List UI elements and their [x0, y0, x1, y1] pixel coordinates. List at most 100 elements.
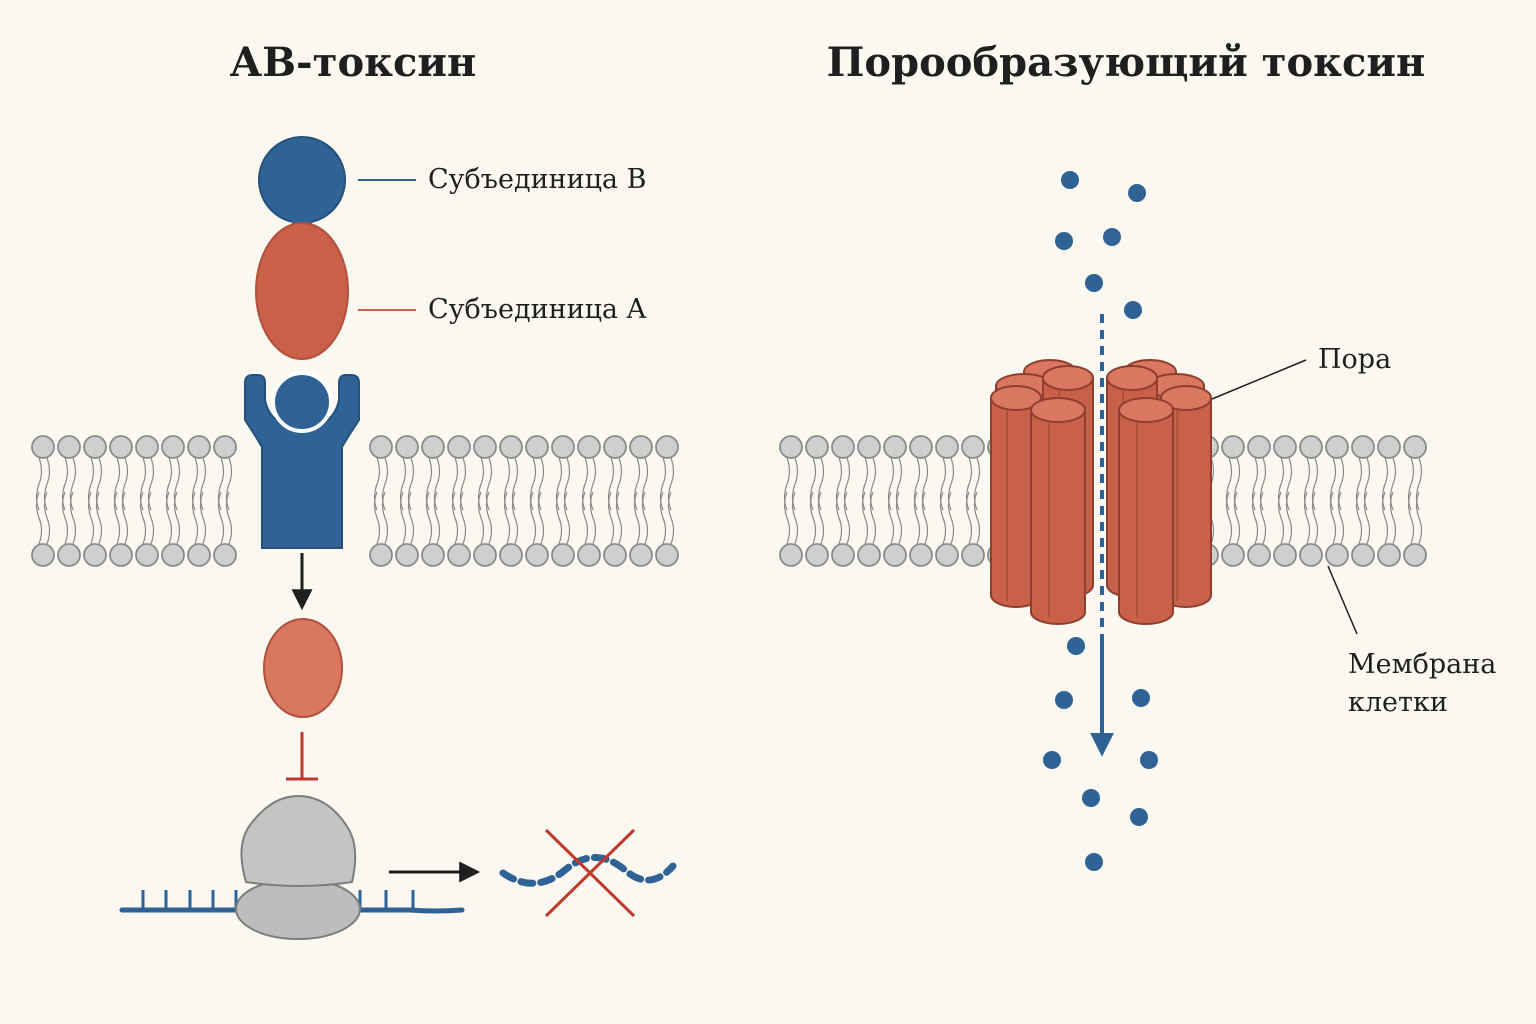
- receptor-bound-b-subunit: [271, 371, 333, 433]
- lipid-head: [909, 435, 933, 459]
- lipid-head: [187, 543, 211, 567]
- lipid-head: [831, 435, 855, 459]
- lipid-head: [57, 543, 81, 567]
- released-subunit-a: [263, 618, 343, 718]
- lipid-tails: [191, 457, 207, 545]
- lipid-head: [1221, 543, 1245, 567]
- pore-label: Пора: [1318, 344, 1391, 375]
- pore-leader: [1211, 359, 1307, 400]
- lipid-head: [525, 543, 549, 567]
- lipid-head: [779, 543, 803, 567]
- lipid-head: [135, 543, 159, 567]
- ribosome-small-subunit: [235, 878, 361, 940]
- lipid-head: [1403, 435, 1427, 459]
- lipid-head: [161, 543, 185, 567]
- lipid-head: [135, 435, 159, 459]
- lipid-head: [421, 543, 445, 567]
- lipid-tails: [399, 457, 415, 545]
- lipid-tails: [477, 457, 493, 545]
- lipid-head: [577, 543, 601, 567]
- lipid-head: [1221, 435, 1245, 459]
- lipid-head: [31, 435, 55, 459]
- lipid-head: [961, 543, 985, 567]
- ribosome: [235, 794, 361, 940]
- lipid-tails: [529, 457, 545, 545]
- pore-toxin-title: Порообразующий токсин: [827, 39, 1426, 86]
- subunit-a: [255, 222, 349, 360]
- ion-dot: [1055, 232, 1073, 250]
- lipid-tails: [61, 457, 77, 545]
- subunit-b: [258, 136, 346, 224]
- membrane-label-line1: Мембрана: [1348, 649, 1496, 680]
- lipid-head: [831, 543, 855, 567]
- lipid-head: [499, 543, 523, 567]
- lipid-head: [1299, 543, 1323, 567]
- lipid-head: [935, 543, 959, 567]
- lipid-head: [1273, 543, 1297, 567]
- lipid-tails: [939, 457, 955, 545]
- lipid-tails: [165, 457, 181, 545]
- lipid-head: [213, 435, 237, 459]
- ion-dot: [1124, 301, 1142, 319]
- lipid-tails: [35, 457, 51, 545]
- inhibition-symbol: [286, 732, 318, 781]
- lipid-tails: [139, 457, 155, 545]
- lipid-head: [961, 435, 985, 459]
- subunit-b-label: Субъединица B: [428, 164, 646, 195]
- lipid-tails: [607, 457, 623, 545]
- lipid-head: [1247, 435, 1271, 459]
- lipid-head: [909, 543, 933, 567]
- ion-dot: [1128, 184, 1146, 202]
- lipid-head: [935, 435, 959, 459]
- lipid-tails: [425, 457, 441, 545]
- lipid-head: [369, 543, 393, 567]
- lipid-head: [395, 543, 419, 567]
- lipid-head: [883, 435, 907, 459]
- lipid-head: [629, 435, 653, 459]
- ion-dot: [1085, 853, 1103, 871]
- lipid-head: [857, 435, 881, 459]
- lipid-head: [1351, 543, 1375, 567]
- lipid-tails: [503, 457, 519, 545]
- lipid-head: [161, 435, 185, 459]
- lipid-head: [187, 435, 211, 459]
- lipid-tails: [1407, 457, 1423, 545]
- lipid-head: [1377, 435, 1401, 459]
- lipid-tails: [1329, 457, 1345, 545]
- lipid-head: [57, 435, 81, 459]
- lipid-head: [83, 543, 107, 567]
- lipid-head: [109, 435, 133, 459]
- lipid-tails: [1303, 457, 1319, 545]
- lipid-head: [1325, 435, 1349, 459]
- ion-dot: [1055, 691, 1073, 709]
- lipid-head: [577, 435, 601, 459]
- lipid-head: [473, 543, 497, 567]
- lipid-head: [629, 543, 653, 567]
- lipid-head: [421, 435, 445, 459]
- lipid-head: [603, 543, 627, 567]
- lipid-head: [1273, 435, 1297, 459]
- lipid-head: [473, 435, 497, 459]
- lipid-tails: [555, 457, 571, 545]
- lipid-head: [447, 435, 471, 459]
- lipid-head: [1247, 543, 1271, 567]
- lipid-tails: [633, 457, 649, 545]
- lipid-tails: [809, 457, 825, 545]
- lipid-tails: [965, 457, 981, 545]
- lipid-tails: [373, 457, 389, 545]
- lipid-head: [1299, 435, 1323, 459]
- ion-dot: [1132, 689, 1150, 707]
- ion-flow: [1043, 171, 1158, 871]
- lipid-head: [655, 435, 679, 459]
- lipid-tails: [451, 457, 467, 545]
- lipid-head: [655, 543, 679, 567]
- lipid-head: [31, 543, 55, 567]
- lipid-head: [395, 435, 419, 459]
- lipid-head: [83, 435, 107, 459]
- lipid-head: [1377, 543, 1401, 567]
- lipid-tails: [835, 457, 851, 545]
- blocked-cross-icon: [544, 828, 636, 918]
- lipid-tails: [87, 457, 103, 545]
- lipid-head: [857, 543, 881, 567]
